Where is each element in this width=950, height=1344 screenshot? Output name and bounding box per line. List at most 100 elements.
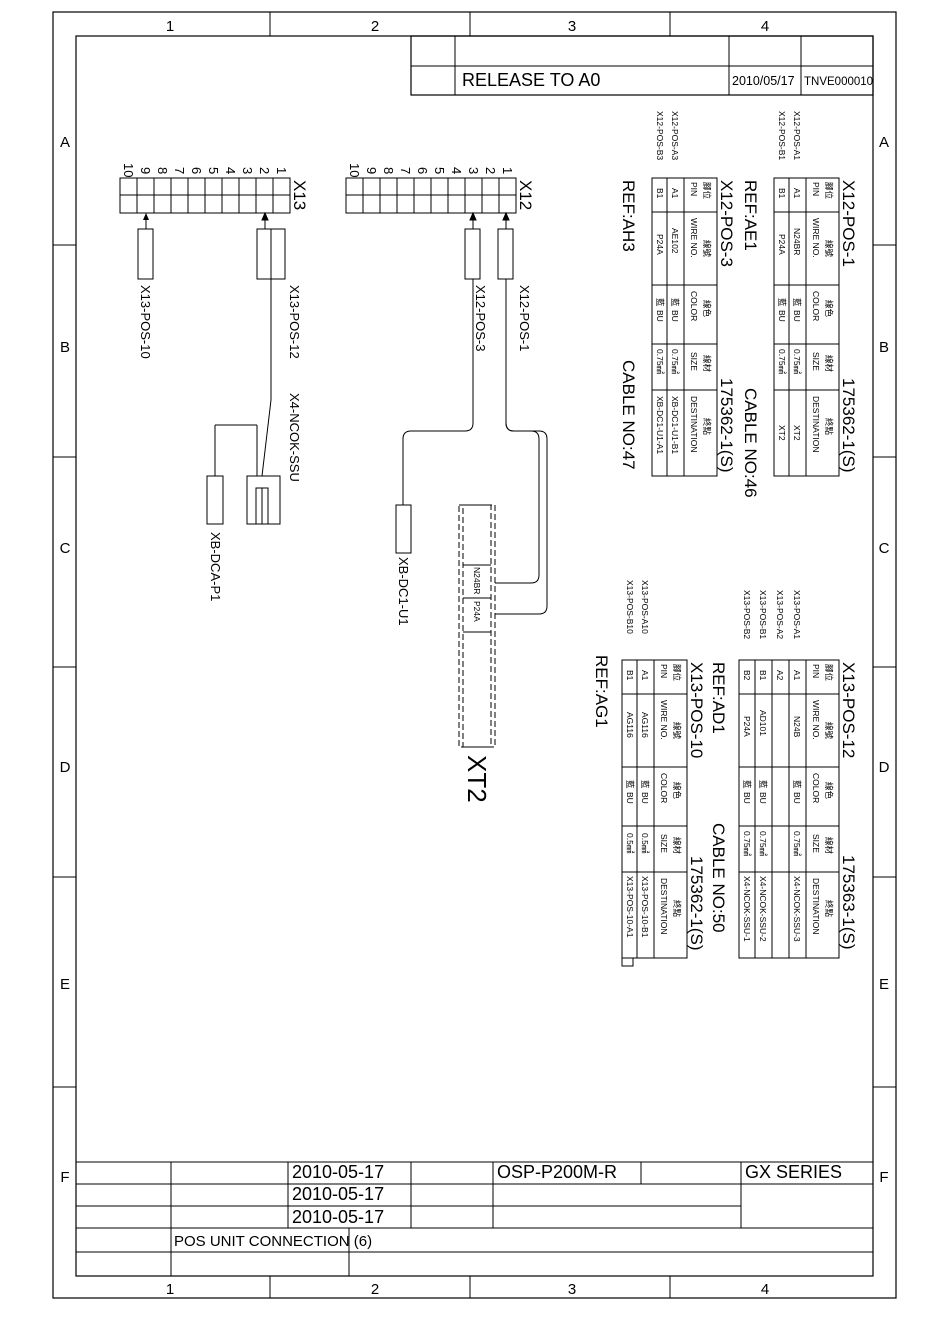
table-part: 175362-1(S) xyxy=(717,378,736,473)
outer-frame xyxy=(52,11,897,1299)
cell-wire: AD101 xyxy=(758,710,768,736)
cell-color-cn: 藍 xyxy=(655,298,665,307)
row-label: X13-POS-B10 xyxy=(625,580,635,634)
cell-dest: XB-DC1-U1-B1 xyxy=(670,396,680,454)
header-size-cn: 線材 xyxy=(702,355,712,373)
cell-color: BU xyxy=(742,792,752,804)
table-x13-pos-10: X13-POS-10 175362-1(S) REF:AG1 X13-POS-A… xyxy=(592,580,706,967)
table-ref: REF:AE1 xyxy=(741,180,760,251)
pin-number: 9 xyxy=(364,167,379,174)
x12-connector: X12 1 2 3 4 5 6 7 8 9 10 xyxy=(345,163,535,214)
row-label: X12-POS-B3 xyxy=(655,111,665,160)
cell-wire: AG116 xyxy=(640,712,650,738)
pin-number: 8 xyxy=(381,167,396,174)
cell-dest: X4-NCOK-SSU-2 xyxy=(758,876,768,942)
table-cable: CABLE NO:50 xyxy=(709,823,728,933)
cell-dest: X13-POS-10-A1 xyxy=(625,876,635,938)
cell-dest: X4-NCOK-SSU-3 xyxy=(792,876,802,942)
cell-size: 0.5㎟ xyxy=(625,833,635,854)
table-cable: CABLE NO:47 xyxy=(619,360,638,470)
row-label: E xyxy=(879,976,889,993)
x12-label: X12 xyxy=(516,180,535,210)
cell-color-cn: 藍 xyxy=(640,780,650,789)
row-label: B xyxy=(60,339,70,356)
header-wire: WIRE NO. xyxy=(811,218,821,258)
xt2-terminal-p24a: P24A xyxy=(472,601,482,622)
revision-code: TNVE000010 xyxy=(804,76,873,88)
pin-number: 9 xyxy=(138,167,153,174)
header-pin-cn: 腳位 xyxy=(824,182,834,200)
cell-color-cn: 藍 xyxy=(792,780,802,789)
cell-pin: A1 xyxy=(640,670,650,681)
title-block xyxy=(76,1161,873,1276)
pin-number: 6 xyxy=(189,167,204,174)
x12-pos-3-label: X12-POS-3 xyxy=(473,285,488,351)
drawing-title: POS UNIT CONNECTION (6) xyxy=(174,1233,372,1250)
pin-number: 7 xyxy=(172,167,187,174)
row-label: X13-POS-A10 xyxy=(640,580,650,634)
cell-dest: X13-POS-10-B1 xyxy=(640,876,650,938)
table-title: X12-POS-3 xyxy=(717,180,736,267)
cell-color: BU xyxy=(655,310,665,322)
xb-dc1-label: XB-DC1-U1 xyxy=(396,557,411,626)
pin-number: 1 xyxy=(274,167,289,174)
row-label: A xyxy=(879,134,889,151)
pin-number: 3 xyxy=(240,167,255,174)
cell-pin: A2 xyxy=(775,670,785,681)
title-date-3: 2010-05-17 xyxy=(292,1207,384,1227)
table-ref: REF:AH3 xyxy=(619,180,638,252)
header-dest: DESTINATION xyxy=(811,878,821,935)
cell-color: BU xyxy=(758,792,768,804)
cell-dest: X4-NCOK-SSU-1 xyxy=(742,876,752,942)
x13-connector: X13 1 2 3 4 5 6 7 8 9 10 xyxy=(119,163,309,214)
cell-wire: AE102 xyxy=(670,228,680,254)
pin-number: 3 xyxy=(466,167,481,174)
row-label: B xyxy=(879,339,889,356)
col-label: 1 xyxy=(166,18,174,35)
header-color: COLOR xyxy=(689,291,699,321)
pin-number: 4 xyxy=(223,167,238,174)
title-date-1: 2010-05-17 xyxy=(292,1162,384,1182)
header-size: SIZE xyxy=(689,352,699,371)
cell-pin: B1 xyxy=(758,670,768,681)
cell-size: 0.75㎟ xyxy=(792,349,802,375)
row-label: D xyxy=(60,759,71,776)
cell-size: 0.75㎟ xyxy=(742,831,752,857)
pin-number: 2 xyxy=(257,167,272,174)
header-wire: WIRE NO. xyxy=(689,218,699,258)
row-label: A xyxy=(60,134,70,151)
row-label: X13-POS-B2 xyxy=(742,590,752,639)
pin-number: 1 xyxy=(500,167,515,174)
cell-dest: XT2 xyxy=(792,425,802,441)
table-title: X12-POS-1 xyxy=(839,180,858,267)
cell-color-cn: 藍 xyxy=(777,298,787,307)
cell-dest: XT2 xyxy=(777,425,787,441)
col-label: 2 xyxy=(371,18,379,35)
cell-wire: AG116 xyxy=(625,712,635,738)
x12-pos-1-label: X12-POS-1 xyxy=(517,285,532,351)
pin-number: 4 xyxy=(449,167,464,174)
cell-pin: A1 xyxy=(670,188,680,199)
cell-color-cn: 藍 xyxy=(758,780,768,789)
cell-wire: P24A xyxy=(777,234,787,255)
table-x12-pos-1: X12-POS-1 175362-1(S) REF:AE1 CABLE NO:4… xyxy=(741,111,858,498)
xt2-terminal-n24br: N24BR xyxy=(472,567,482,594)
xt2-label: XT2 xyxy=(462,755,492,803)
header-color: COLOR xyxy=(811,773,821,803)
header-pin-cn: 腳位 xyxy=(824,664,834,682)
header-pin: PIN xyxy=(811,664,821,678)
header-size-cn: 線材 xyxy=(672,837,682,855)
row-label: X12-POS-A1 xyxy=(792,111,802,160)
row-label: F xyxy=(879,1169,888,1186)
row-label: C xyxy=(60,540,71,557)
header-wire-cn: 線號 xyxy=(672,722,682,740)
pin-number: 5 xyxy=(432,167,447,174)
pin-number: 7 xyxy=(398,167,413,174)
title-date-2: 2010-05-17 xyxy=(292,1184,384,1204)
x4-ncok-label: X4-NCOK-SSU xyxy=(287,393,302,482)
pin-number: 6 xyxy=(415,167,430,174)
header-color: COLOR xyxy=(811,291,821,321)
header-size: SIZE xyxy=(659,834,669,853)
cell-pin: B1 xyxy=(777,188,787,199)
